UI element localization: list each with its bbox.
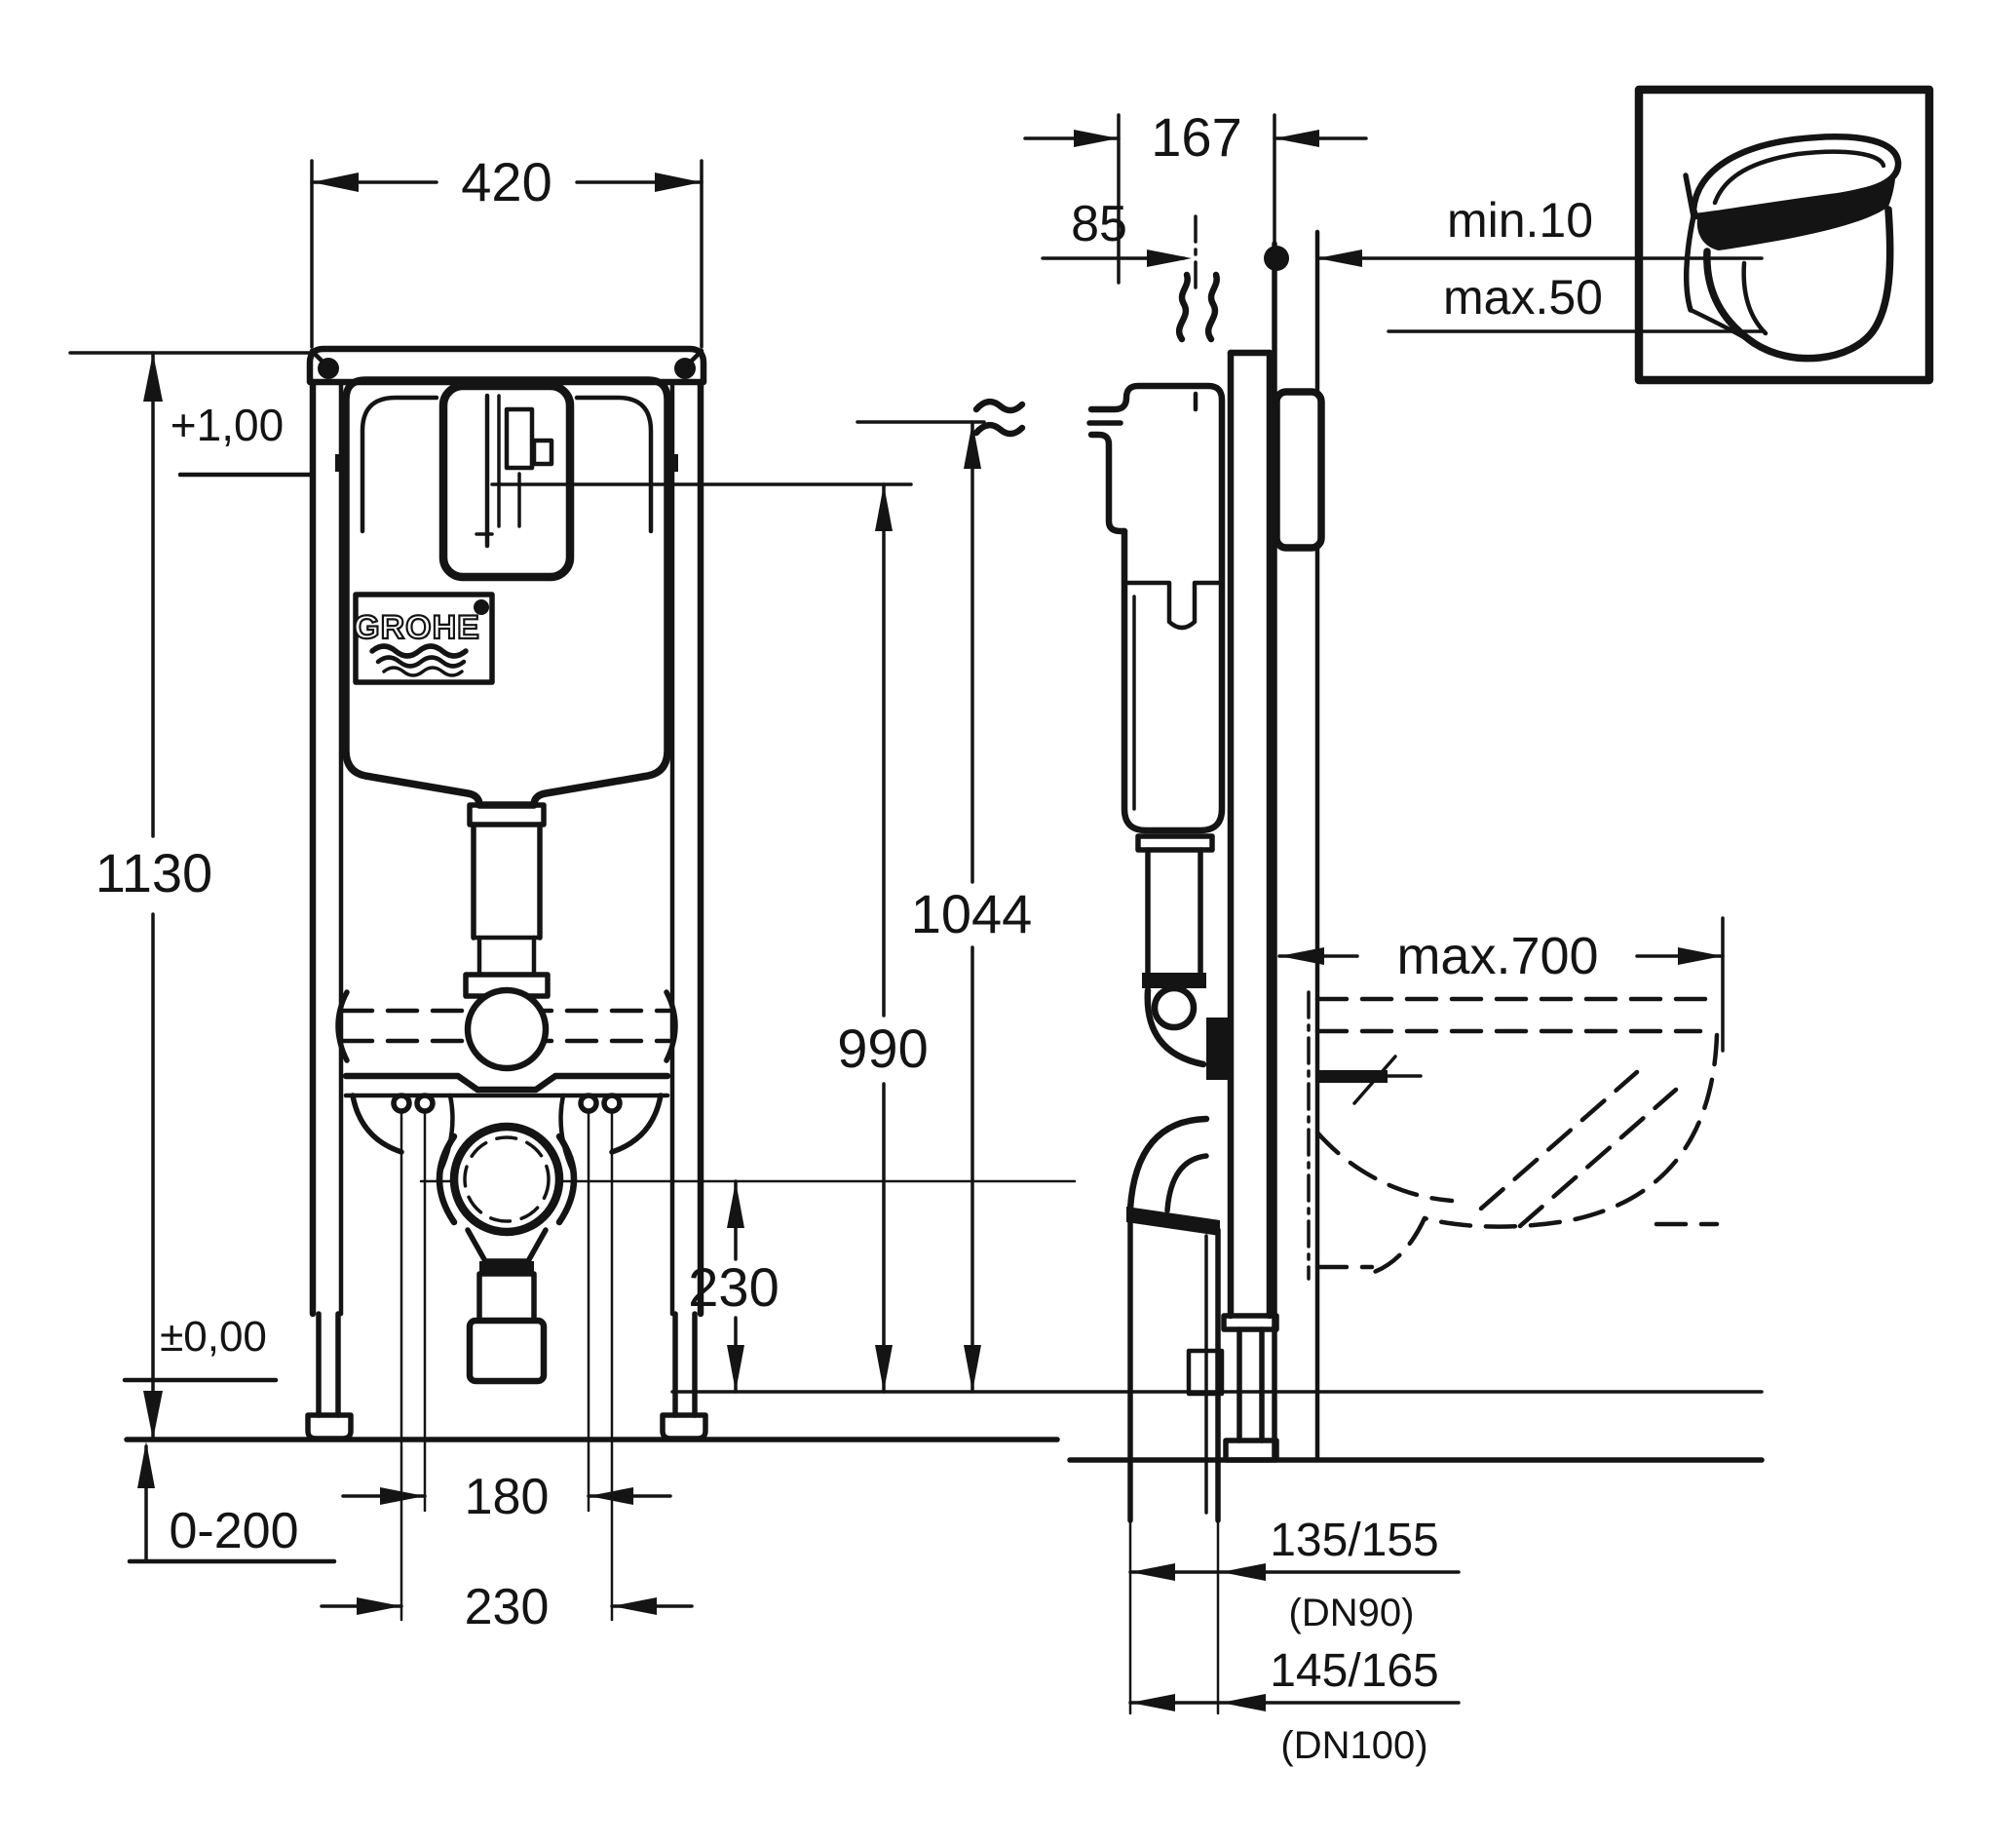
dim-dn100-label: (DN100) [1280,1724,1427,1767]
dim-min10-label: min.10 [1447,193,1593,248]
dimension-bolts-180: 180 [341,1109,672,1525]
wall-hung-toilet-icon [1683,134,1902,363]
dimension-feet-0-200: 0-200 [127,1441,337,1564]
dimension-height-1130: 1130 [68,351,312,1441]
dimension-pan-700: max.700 [1277,916,1725,1053]
dim-135-155-label: 135/155 [1270,1515,1439,1566]
floor-lines [124,1390,1765,1463]
dim-1044-label: 1044 [911,883,1033,944]
level-triangle-icon [192,449,243,480]
dim-1130-label: 1130 [95,842,212,903]
cistern-tank: GROHE [342,376,671,809]
front-view: 420 1130 +1,00 ±0,00 0-200 [68,151,1077,1635]
side-view: 167 85 min.10 max.50 [972,106,1764,1767]
level-mark-plus-100: +1,00 [171,400,313,480]
dimension-rods-230: 230 [320,1109,694,1635]
cistern-side [1087,382,1226,834]
dim-max50-label: max.50 [1443,270,1603,325]
grohe-logo: GROHE [353,592,495,685]
dimension-outlet-height-230: 230 [688,1179,780,1394]
grohe-wave-icon [369,643,469,659]
flush-and-drain-pipes [1126,833,1230,1715]
frame-rail-side [1221,349,1279,1463]
dimension-1044: 1044 [856,420,1033,1394]
brand-label: GROHE [354,609,480,646]
flush-pipe-assembly [335,802,678,1174]
dim-420-label: 420 [461,151,552,212]
level-plus-label: +1,00 [171,400,284,450]
wall-hung-toilet-dashed [1307,990,1720,1281]
dim-230-bottom-label: 230 [465,1579,550,1635]
dim-0-200-label: 0-200 [170,1503,299,1559]
dim-145-165-label: 145/165 [1270,1645,1439,1697]
dim-max700-label: max.700 [1396,927,1598,985]
level-triangle-icon [179,1357,222,1378]
registered-dot-icon [474,599,489,615]
dimension-finish-thickness: min.10 max.50 [1264,193,1764,333]
level-zero-label: ±0,00 [160,1313,267,1361]
toilet-inset [1634,85,1934,385]
dimension-width-420: 420 [310,151,704,349]
water-supply-arrow-icon [972,398,1123,448]
dimension-drain-dn100: 145/165 (DN100) [1128,1645,1461,1767]
dim-167-label: 167 [1151,106,1241,168]
dimension-drain-dn90: 135/155 (DN90) [1128,1515,1461,1634]
dim-230-outlet-label: 230 [688,1256,779,1318]
flush-plate-panel [1273,388,1325,552]
level-mark-zero: ±0,00 [122,1313,279,1383]
fill-funnel-icon [1166,214,1225,412]
dim-990-label: 990 [837,1018,928,1079]
dim-dn90-label: (DN90) [1289,1592,1415,1634]
waste-outlet-assembly [419,1122,1077,1385]
dim-85-label: 85 [1071,196,1127,252]
dimension-offset-85: 85 [1041,196,1192,267]
dimension-990: 990 [490,482,929,1394]
dim-180-label: 180 [465,1469,550,1525]
dimension-depth-167: 167 [1023,106,1368,285]
frame-structure [305,345,708,1441]
